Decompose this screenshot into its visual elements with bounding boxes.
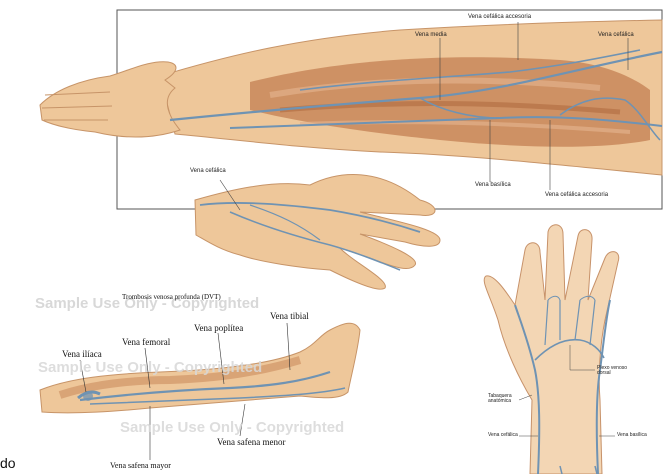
- label-vena-basilica-dorsal: Vena basílica: [617, 433, 647, 438]
- label-plexo-venoso-dorsal: Plexo venoso dorsal: [597, 366, 633, 376]
- corner-text: do: [0, 456, 16, 470]
- label-vena-cefalica-dorsal: Vena cefálica: [488, 433, 518, 438]
- label-tabaquera-anatomica: Tabaquera anatómica: [488, 394, 522, 404]
